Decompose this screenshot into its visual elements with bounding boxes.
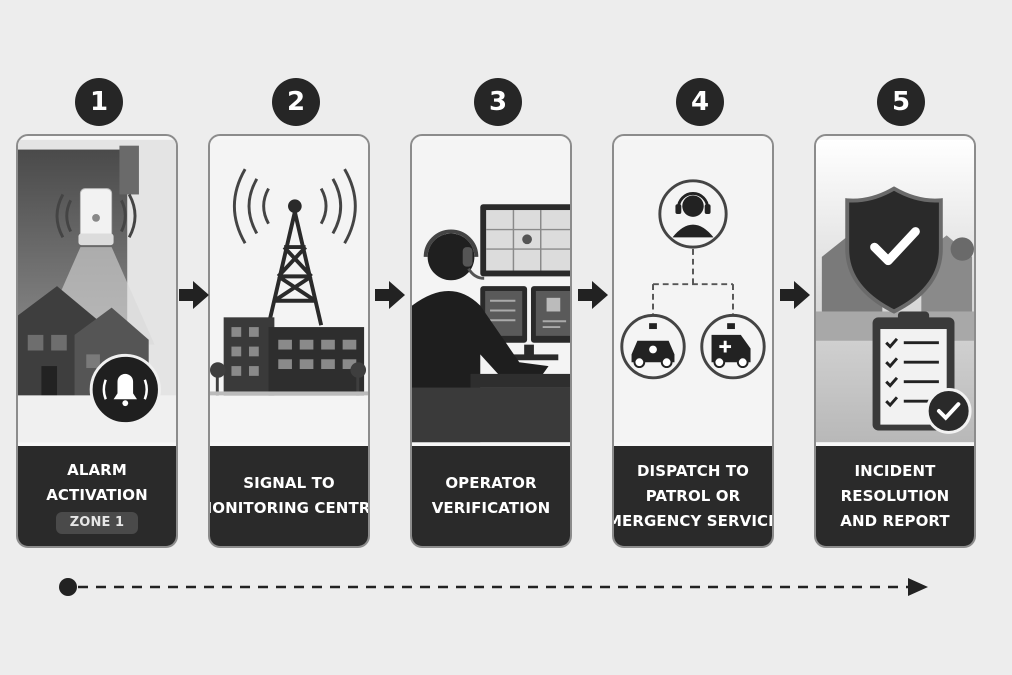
step-1-line-1: ALARM xyxy=(67,461,127,479)
check-circle-icon xyxy=(925,388,972,434)
radio-tower-icon xyxy=(232,168,357,326)
flow-arrow-3 xyxy=(578,281,608,309)
step-4-line-3: EMERGENCY SERVICES xyxy=(614,511,772,530)
process-timeline xyxy=(59,578,928,596)
step-3-card: OPERATOR VERIFICATION xyxy=(410,134,572,548)
step-1-number: 1 xyxy=(75,78,123,126)
step-1-line-2: ACTIVATION xyxy=(46,486,148,504)
step-5-label: INCIDENT RESOLUTION AND REPORT xyxy=(816,446,974,546)
dispatch-illustration xyxy=(614,139,772,443)
step-2-line-2: MONITORING CENTRE xyxy=(208,499,370,517)
operator-verification-illustration xyxy=(412,139,570,443)
step-1-label: ALARM ACTIVATION ZONE 1 xyxy=(18,446,176,546)
step-3-label: OPERATOR VERIFICATION xyxy=(412,446,570,546)
step-3-line-2: VERIFICATION xyxy=(431,499,551,517)
step-2-label: SIGNAL TO MONITORING CENTRE xyxy=(210,446,368,546)
step-4-card: DISPATCH TO PATROL OR EMERGENCY SERVICES xyxy=(612,134,774,548)
shield-check-icon xyxy=(845,186,943,314)
siren-sensor-icon xyxy=(55,188,137,246)
timeline-start-dot xyxy=(59,578,77,596)
step-2-number: 2 xyxy=(272,78,320,126)
step-4-line-1: DISPATCH TO xyxy=(637,461,749,480)
incident-resolution-illustration xyxy=(816,139,974,443)
police-car-icon xyxy=(620,313,686,380)
timeline-arrowhead-icon xyxy=(908,578,928,596)
step-5-line-2: RESOLUTION xyxy=(840,486,950,505)
agent-icon xyxy=(658,179,728,249)
step-2-line-1: SIGNAL TO xyxy=(243,474,335,492)
flow-arrow-1 xyxy=(179,281,209,309)
step-5-card: INCIDENT RESOLUTION AND REPORT xyxy=(814,134,976,548)
step-4-number: 4 xyxy=(676,78,724,126)
step-2-card: SIGNAL TO MONITORING CENTRE xyxy=(208,134,370,548)
step-5-number: 5 xyxy=(877,78,925,126)
bell-icon xyxy=(89,353,161,426)
step-4-label: DISPATCH TO PATROL OR EMERGENCY SERVICES xyxy=(614,446,772,546)
step-4-line-2: PATROL OR xyxy=(645,486,741,505)
flow-arrow-4 xyxy=(780,281,810,309)
step-5-line-3: AND REPORT xyxy=(840,511,950,530)
step-3-line-1: OPERATOR xyxy=(445,474,537,492)
flow-arrow-2 xyxy=(375,281,405,309)
zone-tag: ZONE 1 xyxy=(55,512,139,534)
step-3-number: 3 xyxy=(474,78,522,126)
monitoring-centre-illustration xyxy=(210,139,368,443)
alarm-activation-illustration xyxy=(18,139,176,443)
step-5-line-1: INCIDENT xyxy=(854,461,936,480)
step-1-card: ALARM ACTIVATION ZONE 1 xyxy=(16,134,178,548)
ambulance-icon xyxy=(700,313,766,380)
